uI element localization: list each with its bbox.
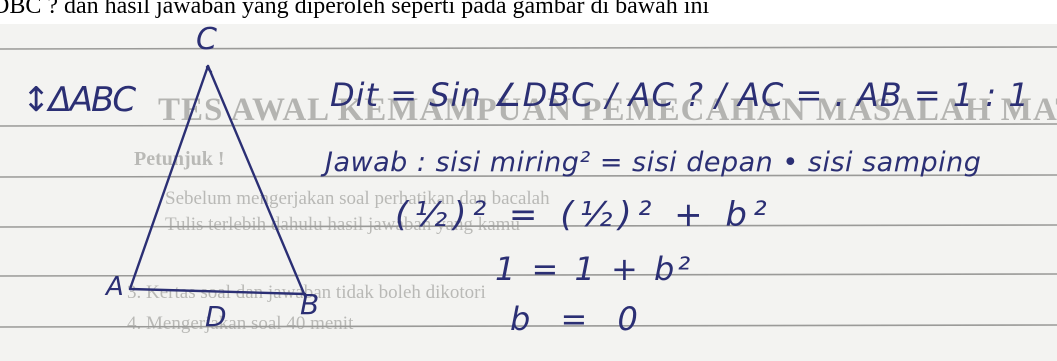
triangle-side-ca bbox=[128, 64, 210, 291]
ruled-line bbox=[0, 123, 1057, 127]
equation-line-1: (½)² = (½)² + b² bbox=[395, 195, 773, 235]
triangle-drawing bbox=[128, 64, 307, 298]
given-line: Dit = Sin ∠DBC / AC ? / AC = . AB = 1 : … bbox=[330, 76, 1030, 114]
vertex-b-label: B bbox=[300, 288, 320, 321]
ruled-line bbox=[0, 174, 1057, 178]
equation-line-2: 1 = 1 + b² bbox=[495, 250, 694, 288]
bleed-through-title: TES AWAL KEMAMPUAN PEMECAHAN MASALAH MAT… bbox=[158, 92, 1057, 128]
vertex-c-label: C bbox=[196, 22, 217, 57]
triangle-label: ↕ΔABC bbox=[22, 80, 136, 120]
vertex-d-label: D bbox=[205, 300, 227, 333]
paper-lines-and-drawing bbox=[0, 46, 1057, 328]
lined-paper bbox=[0, 24, 1057, 361]
ruled-lines bbox=[0, 46, 1057, 328]
triangle-side-cb bbox=[206, 64, 307, 298]
bleed-through-item-4: 4. Mengerjakan soal 40 menit bbox=[127, 313, 354, 334]
apex-mark bbox=[205, 65, 213, 74]
bleed-through-petunjuk: Petunjuk ! bbox=[134, 148, 225, 170]
caption-text: DBC ? dan hasil jawaban yang diperoleh s… bbox=[0, 0, 1057, 24]
answer-line: Jawab : sisi miring² = sisi depan • sisi… bbox=[325, 147, 982, 178]
ruled-line bbox=[0, 273, 1057, 277]
ruled-line bbox=[0, 46, 1057, 50]
caption-line: DBC ? dan hasil jawaban yang diperoleh s… bbox=[0, 0, 710, 19]
bleed-through-item-3: 3. Kertas soal dan jawaban tidak boleh d… bbox=[127, 282, 486, 303]
vertex-a-label: A bbox=[106, 272, 124, 302]
equation-line-3: b = 0 bbox=[510, 300, 648, 338]
triangle-base-ab bbox=[128, 287, 307, 296]
bleed-through-item-2: Tulis terlebih dahulu hasil jawaban yang… bbox=[165, 214, 520, 235]
ruled-line bbox=[0, 224, 1057, 228]
ruled-line bbox=[0, 324, 1057, 328]
